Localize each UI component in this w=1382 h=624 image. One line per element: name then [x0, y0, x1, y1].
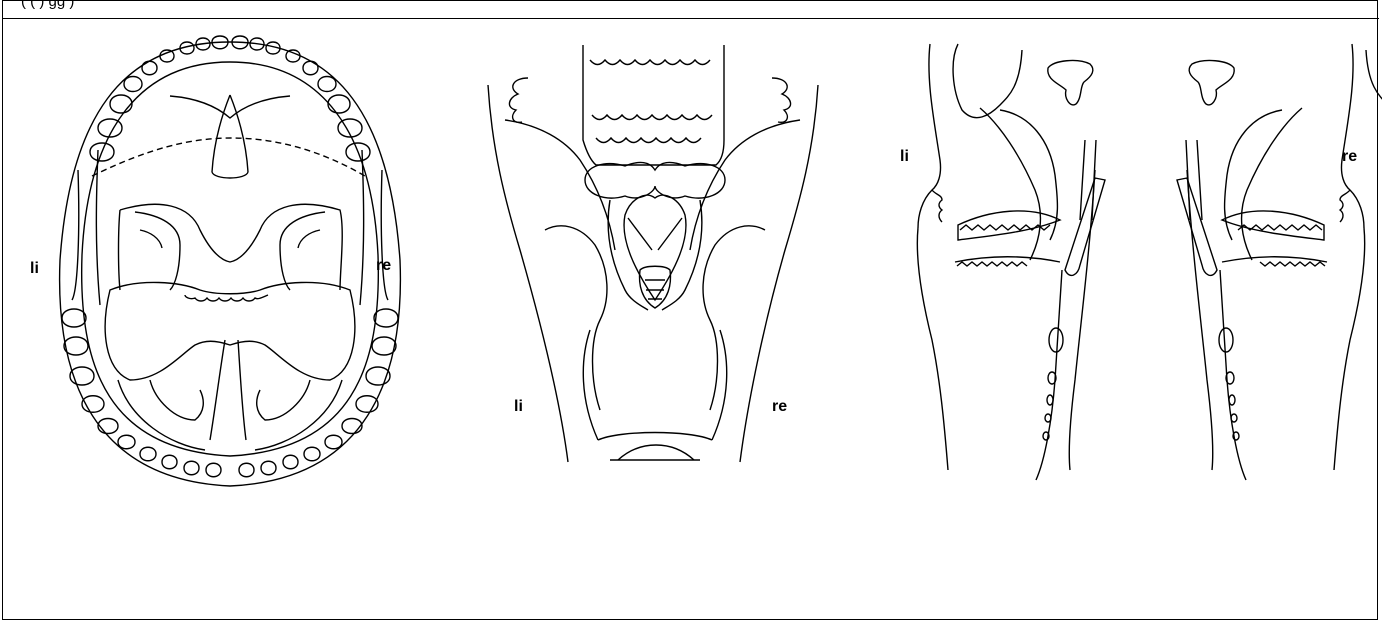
mouth-left-label: li — [30, 260, 39, 278]
left-vocal-fold — [958, 211, 1060, 240]
palate-raphe — [212, 95, 248, 172]
larynx-right-label: re — [772, 398, 787, 416]
mouth-right-label: re — [376, 257, 391, 275]
epiglottis — [585, 163, 725, 199]
laryngeal-inlet — [624, 195, 686, 300]
inner-arch — [82, 62, 379, 456]
tongue — [105, 282, 355, 380]
larynx-left-label: li — [514, 398, 523, 416]
sagittal-left-label: li — [900, 148, 909, 166]
uvula — [120, 204, 342, 290]
lower-teeth — [62, 309, 398, 477]
upper-teeth — [90, 36, 370, 161]
sagittal-right-label: re — [1342, 148, 1357, 166]
larynx-diagram — [488, 45, 818, 462]
sagittal-sections-diagram — [917, 44, 1382, 480]
soft-palate-border — [92, 138, 365, 176]
oral-cavity-diagram — [60, 36, 401, 486]
